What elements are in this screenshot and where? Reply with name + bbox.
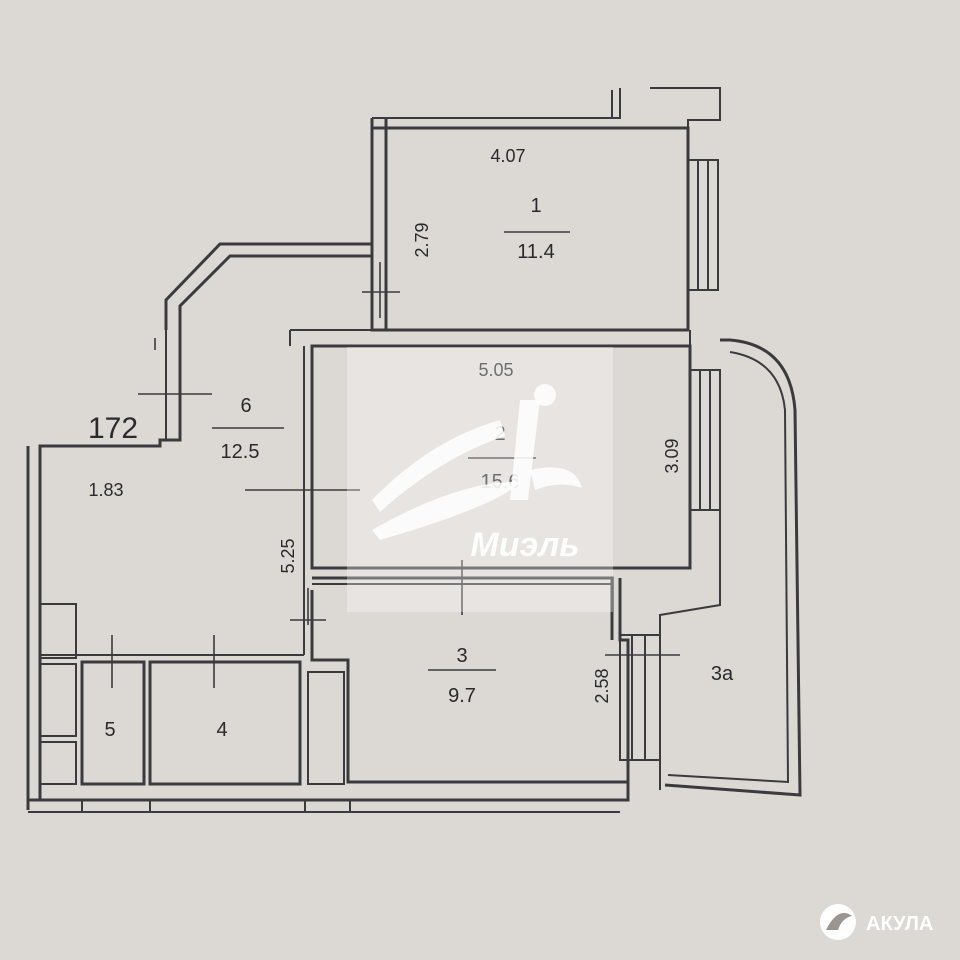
balcony-3a — [659, 338, 802, 797]
miel-logo-icon — [372, 384, 582, 540]
apartment-number: 172 — [88, 412, 138, 445]
brand: АКУЛА — [820, 904, 933, 940]
room-4-number: 4 — [216, 719, 227, 741]
room-1-area: 11.4 — [517, 241, 554, 263]
watermark: Миэль — [347, 347, 613, 612]
window-room-3 — [619, 634, 661, 761]
room-3-number: 3 — [456, 645, 467, 667]
shafts — [39, 603, 345, 785]
dimension-room-2-depth: 3.09 — [662, 438, 682, 473]
window-room-1 — [687, 159, 719, 291]
dimension-room-3-depth: 2.58 — [592, 668, 612, 703]
shark-logo-icon — [820, 904, 856, 940]
window-room-2 — [689, 369, 721, 511]
room-3-area: 9.7 — [448, 685, 476, 707]
dimension-room-1-width: 4.07 — [490, 146, 525, 166]
room-3a-number: 3а — [711, 663, 734, 685]
watermark-text: Миэль — [470, 526, 579, 564]
room-1-walls — [370, 87, 721, 332]
dimension-room-1-depth: 2.79 — [412, 222, 432, 257]
door-marks — [111, 231, 680, 688]
room-5-number: 5 — [104, 719, 115, 741]
room-3-walls — [310, 576, 630, 784]
brand-text: АКУЛА — [866, 913, 933, 935]
room-1-number: 1 — [530, 195, 541, 217]
dimension-room-6-depth: 5.25 — [278, 538, 298, 573]
room-6-walls — [26, 242, 386, 810]
room-4-walls — [148, 660, 302, 786]
room-6-number: 6 — [240, 395, 251, 417]
room-5-walls — [80, 660, 146, 786]
outer-bottom-wall — [28, 782, 630, 813]
dimension-room-2-width: 5.05 — [478, 360, 513, 380]
dimension-room-6-width: 1.83 — [88, 480, 123, 500]
room-6-area: 12.5 — [221, 441, 260, 463]
